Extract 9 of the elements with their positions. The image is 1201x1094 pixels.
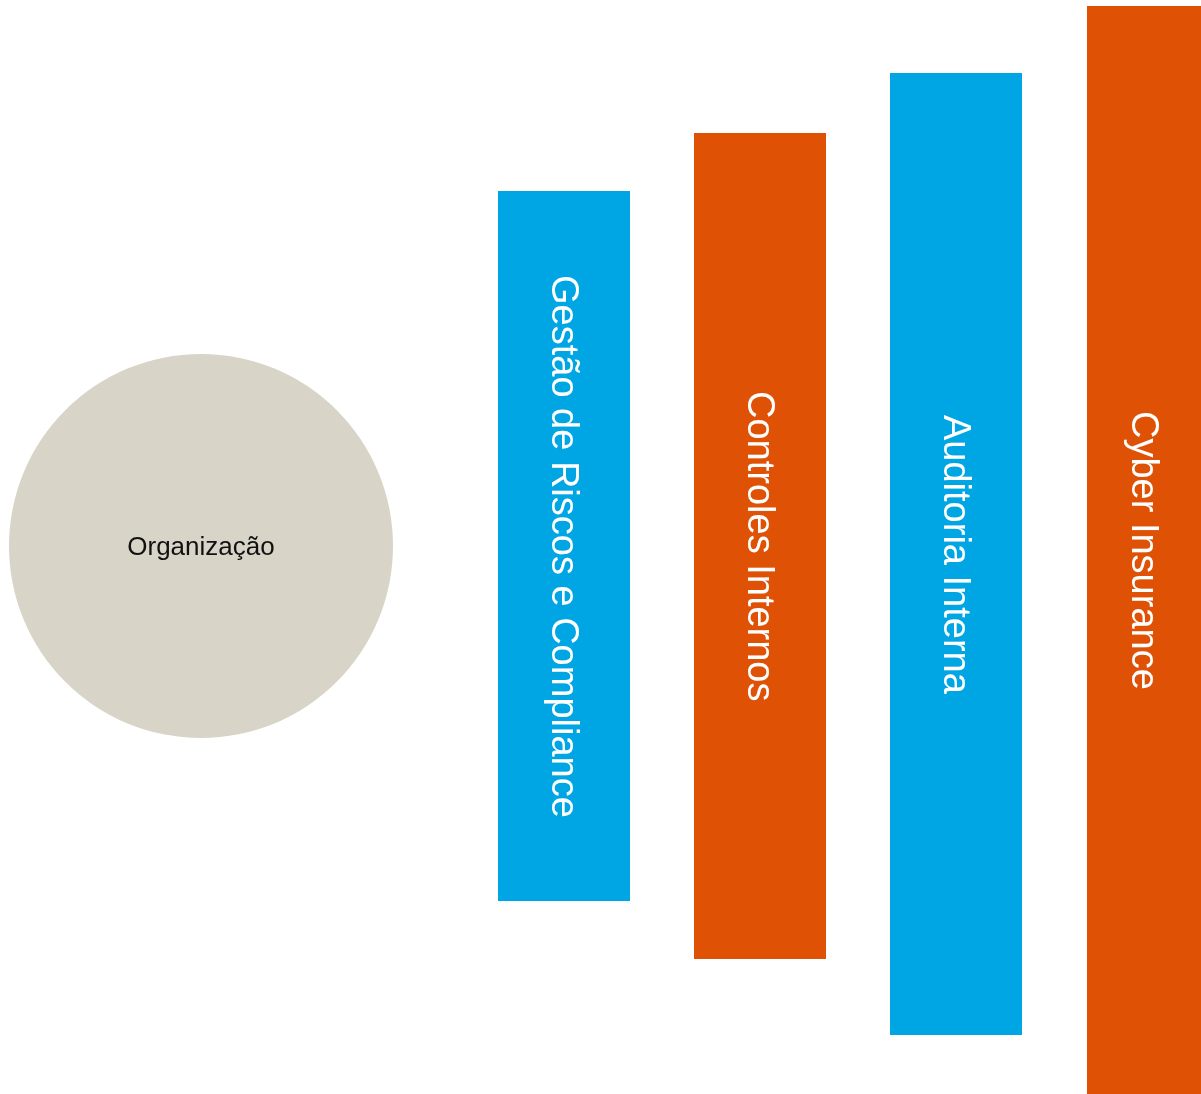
bar-label: Auditoria Interna (934, 414, 978, 694)
layer-bar (694, 133, 826, 959)
bar-label: Gestão de Riscos e Compliance (542, 274, 586, 818)
circle-label: Organização (127, 530, 275, 562)
layer-bar (890, 73, 1022, 1035)
layer-bar (498, 191, 630, 901)
layer-bar (1087, 6, 1201, 1094)
bar-label: Controles Internos (738, 390, 782, 702)
bar-label: Cyber Insurance (1122, 410, 1166, 690)
